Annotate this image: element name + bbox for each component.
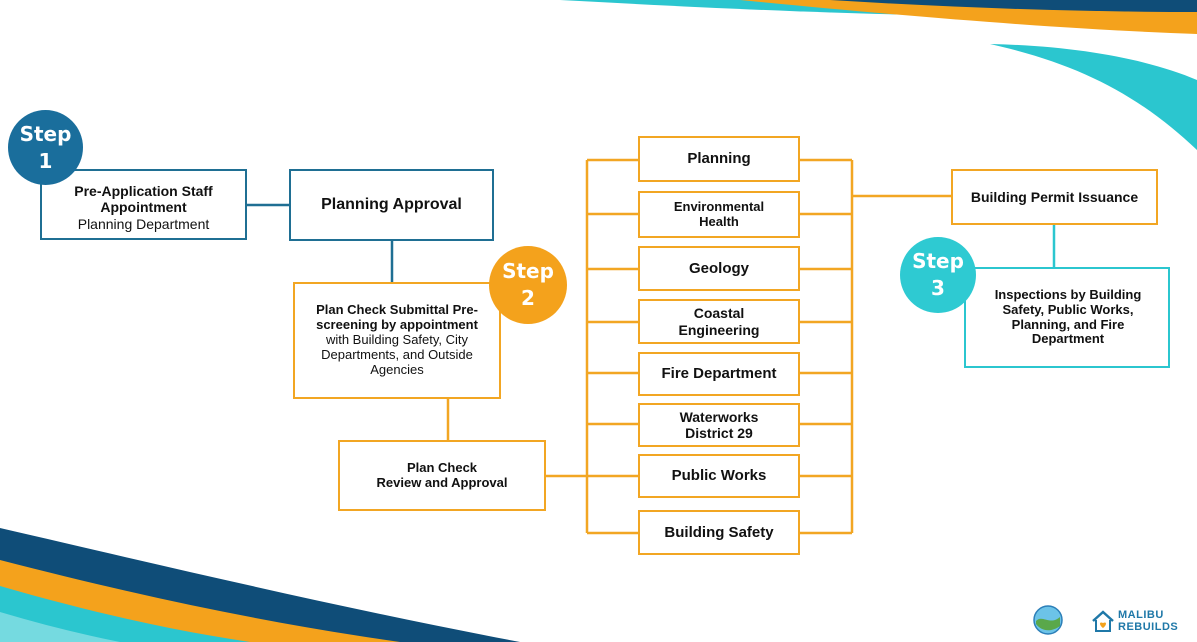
inspections-label: Inspections by Building Safety, Public W… — [994, 286, 1142, 347]
logo-line-1: MALIBU — [1118, 609, 1164, 621]
step-2-badge: Step 2 — [489, 246, 567, 324]
department-waterworks: Waterworks District 29 — [638, 403, 800, 447]
prescreening-title: Plan Check Submittal Pre-screening by ap… — [316, 302, 478, 333]
house-heart-icon — [1092, 610, 1114, 632]
pre-application-title: Pre-Application Staff Appointment — [74, 183, 213, 216]
planning-approval-label: Planning Approval — [321, 195, 462, 213]
department-coastal-engineering: Coastal Engineering — [638, 299, 800, 344]
building-permit-label: Building Permit Issuance — [970, 188, 1139, 205]
prescreening-box: Plan Check Submittal Pre-screening by ap… — [293, 282, 501, 399]
department-public-works-label: Public Works — [671, 467, 767, 485]
pre-application-subtitle: Planning Department — [77, 215, 210, 232]
department-environmental-health: Environmental Health — [638, 191, 800, 238]
logo-line-2: REBUILDS — [1118, 620, 1179, 633]
step-3-word: Step — [912, 249, 964, 273]
department-coastal-engineering-label: Coastal Engineering — [678, 305, 760, 338]
step-2-number: 2 — [521, 286, 535, 310]
department-environmental-health-label: Environmental Health — [673, 198, 765, 229]
department-waterworks-label: Waterworks District 29 — [679, 408, 759, 441]
department-public-works: Public Works — [638, 454, 800, 498]
building-permit-box: Building Permit Issuance — [951, 169, 1158, 225]
step-3-number: 3 — [931, 276, 945, 300]
planning-approval-box: Planning Approval — [289, 169, 494, 241]
department-building-safety-label: Building Safety — [664, 523, 774, 541]
prescreening-detail: with Building Safety, City Departments, … — [321, 332, 473, 377]
step-1-badge: Step 1 — [8, 110, 83, 185]
department-geology: Geology — [638, 246, 800, 291]
department-fire-label: Fire Department — [661, 365, 777, 383]
step-3-badge: Step 3 — [900, 237, 976, 313]
department-building-safety: Building Safety — [638, 510, 800, 555]
plan-check-review-line2: Review and Approval — [376, 474, 508, 490]
plan-check-review-line1: Plan Check — [406, 459, 478, 475]
malibu-rebuilds-logo: MALIBU REBUILDS — [1118, 609, 1179, 633]
globe-icon — [1033, 605, 1063, 635]
plan-check-review-box: Plan Check Review and Approval — [338, 440, 546, 511]
department-geology-label: Geology — [688, 259, 749, 277]
pre-application-box: Pre-Application Staff Appointment Planni… — [40, 169, 247, 240]
inspections-box: Inspections by Building Safety, Public W… — [964, 267, 1170, 368]
department-planning: Planning — [638, 136, 800, 182]
step-1-word: Step — [19, 121, 72, 146]
department-fire: Fire Department — [638, 352, 800, 396]
step-2-word: Step — [502, 259, 554, 283]
department-planning-label: Planning — [687, 150, 751, 168]
step-1-number: 1 — [38, 148, 53, 173]
